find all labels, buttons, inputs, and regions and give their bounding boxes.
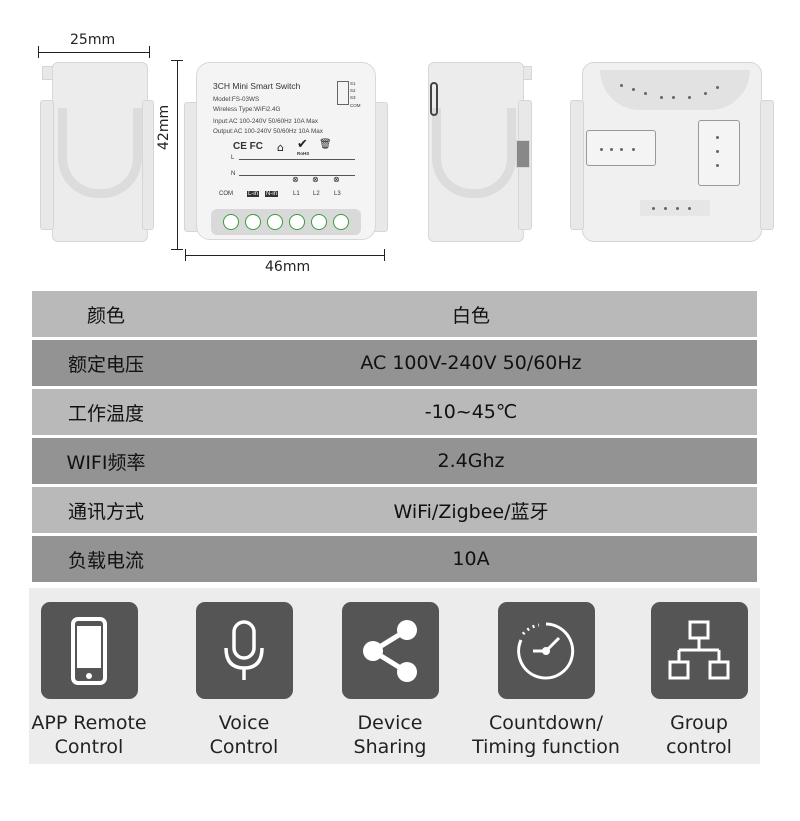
spec-key: 额定电压 bbox=[32, 340, 180, 386]
spec-key: 通讯方式 bbox=[32, 487, 180, 533]
spec-key: 负载电流 bbox=[32, 536, 180, 582]
switch-diagram bbox=[337, 81, 349, 105]
lamp-icon: ⊗ bbox=[333, 175, 340, 184]
device-wireless: Wireless Type:WiFi2.4G bbox=[213, 106, 281, 113]
device-title: 3CH Mini Smart Switch bbox=[213, 81, 301, 91]
spec-value: 2.4Ghz bbox=[185, 438, 757, 484]
device-model: Model:FS-03WS bbox=[213, 96, 260, 103]
checkmark-icon: ✔ bbox=[297, 137, 308, 152]
lamp-icon: ⊗ bbox=[292, 175, 299, 184]
spec-value: -10~45℃ bbox=[185, 389, 757, 435]
microphone-icon bbox=[195, 602, 293, 699]
height-dimension-line bbox=[177, 60, 178, 250]
spec-value: 10A bbox=[185, 536, 757, 582]
home-icon: ⌂ bbox=[277, 141, 284, 154]
share-icon bbox=[341, 602, 439, 699]
device-input: Input:AC 100-240V 50/60Hz 10A Max bbox=[213, 118, 319, 125]
spec-key: 颜色 bbox=[32, 291, 180, 337]
slot-icon bbox=[430, 82, 438, 116]
device-output: Output:AC 100-240V 50/60Hz 10A Max bbox=[213, 128, 323, 135]
spec-key: 工作温度 bbox=[32, 389, 180, 435]
height-dimension-label: 42mm bbox=[156, 104, 172, 150]
product-photos: 25mm 42mm 3CH Mini Smart Switch Model:FS… bbox=[0, 0, 800, 285]
spec-row-wifi: WIFI频率 2.4Ghz bbox=[32, 438, 757, 484]
spec-row-current: 负载电流 10A bbox=[32, 536, 757, 582]
spec-value: AC 100V-240V 50/60Hz bbox=[185, 340, 757, 386]
recycle-bin-icon: 🗑 bbox=[319, 139, 332, 150]
spec-row-temperature: 工作温度 -10~45℃ bbox=[32, 389, 757, 435]
width-dimension-label: 25mm bbox=[70, 32, 116, 48]
certification-marks: CE FC bbox=[233, 141, 263, 152]
width-dimension-line bbox=[38, 52, 150, 53]
spec-value: 白色 bbox=[185, 291, 757, 337]
spec-key: WIFI频率 bbox=[32, 438, 180, 484]
length-dimension-label: 46mm bbox=[265, 259, 311, 275]
lamp-icon: ⊗ bbox=[312, 175, 319, 184]
timer-icon bbox=[497, 602, 595, 699]
spec-row-voltage: 额定电压 AC 100V-240V 50/60Hz bbox=[32, 340, 757, 386]
feature-label: Countdown/Timing function bbox=[472, 712, 620, 758]
terminal-block bbox=[211, 209, 361, 235]
network-icon bbox=[650, 602, 748, 699]
spec-row-communication: 通讯方式 WiFi/Zigbee/蓝牙 bbox=[32, 487, 757, 533]
spec-table: 颜色 白色 额定电压 AC 100V-240V 50/60Hz 工作温度 -10… bbox=[29, 287, 760, 586]
length-dimension-line bbox=[185, 255, 385, 256]
spec-value: WiFi/Zigbee/蓝牙 bbox=[185, 487, 757, 533]
smartphone-icon bbox=[40, 602, 138, 699]
rohs-label: RoHS bbox=[297, 151, 310, 156]
spec-row-color: 颜色 白色 bbox=[32, 291, 757, 337]
feature-timer: Countdown/Timing function bbox=[471, 602, 621, 759]
